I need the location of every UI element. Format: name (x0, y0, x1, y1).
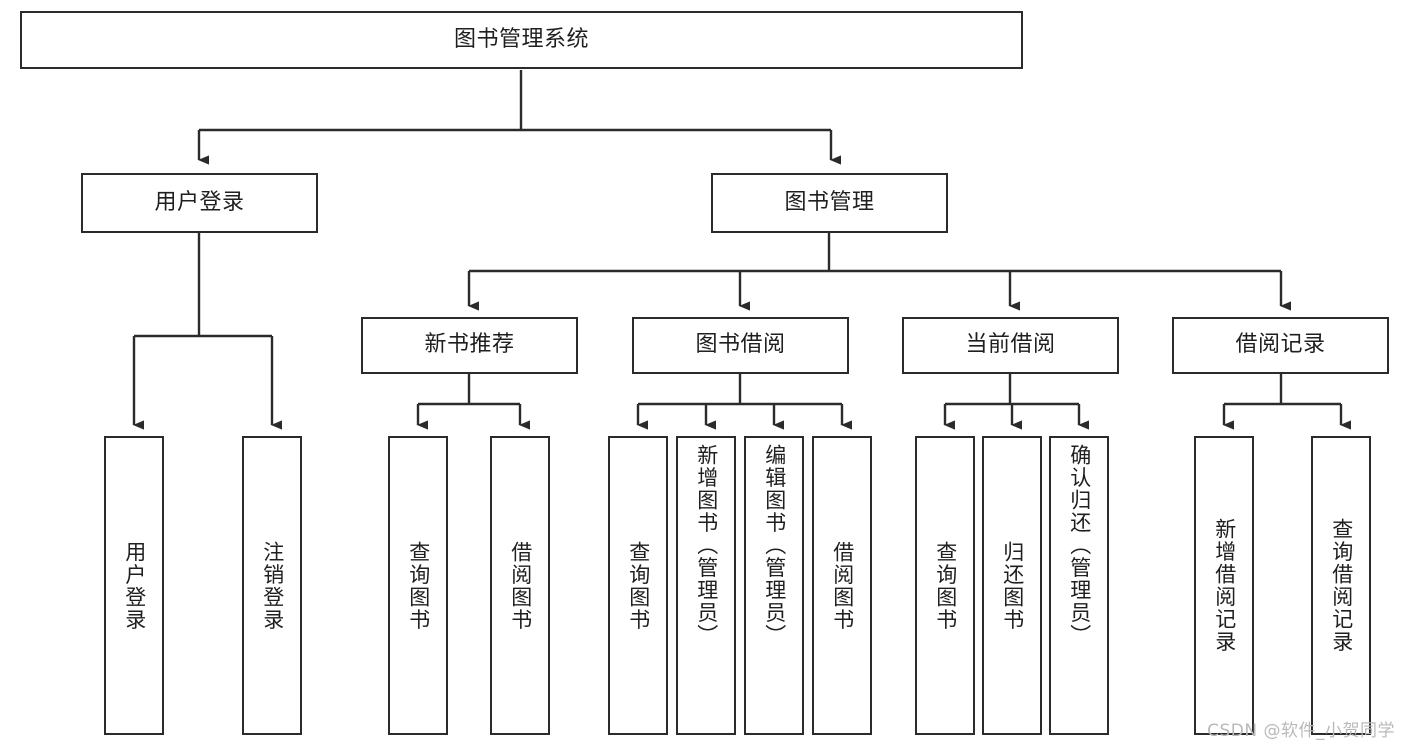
node-label: 借阅图书 (508, 540, 533, 631)
leaf-add-book-admin[interactable]: 新增图书（管理员） (676, 436, 736, 735)
node-label: 借阅图书 (830, 540, 855, 631)
node-label: 借阅记录 (1235, 332, 1326, 358)
node-label: 编辑图书（管理员） (762, 444, 787, 647)
node-label: 注销登录 (260, 540, 285, 631)
node-borrow-record[interactable]: 借阅记录 (1172, 317, 1389, 374)
csdn-watermark: CSDN @软件_小贺同学 (1207, 721, 1395, 741)
node-label: 查询图书 (933, 540, 958, 631)
node-label: 当前借阅 (965, 332, 1056, 358)
leaf-query-book-current[interactable]: 查询图书 (915, 436, 975, 735)
leaf-return-book[interactable]: 归还图书 (982, 436, 1042, 735)
node-label: 新书推荐 (424, 332, 515, 358)
leaf-borrow-book[interactable]: 借阅图书 (812, 436, 872, 735)
node-current-borrow[interactable]: 当前借阅 (902, 317, 1119, 374)
leaf-query-book-borrow[interactable]: 查询图书 (608, 436, 668, 735)
node-user-login[interactable]: 用户登录 (81, 173, 318, 233)
leaf-borrow-book-recommend[interactable]: 借阅图书 (490, 436, 550, 735)
leaf-edit-book-admin[interactable]: 编辑图书（管理员） (744, 436, 804, 735)
leaf-logout[interactable]: 注销登录 (242, 436, 302, 735)
node-root-book-management-system[interactable]: 图书管理系统 (20, 11, 1023, 69)
leaf-query-book-recommend[interactable]: 查询图书 (388, 436, 448, 735)
node-label: 图书借阅 (695, 332, 786, 358)
node-label: 查询图书 (406, 540, 431, 631)
node-label: 图书管理系统 (453, 26, 589, 52)
node-book-management[interactable]: 图书管理 (711, 173, 948, 233)
node-label: 用户登录 (122, 540, 147, 631)
leaf-query-borrow-record[interactable]: 查询借阅记录 (1311, 436, 1371, 735)
node-label: 确认归还（管理员） (1067, 444, 1092, 647)
node-label: 查询借阅记录 (1329, 518, 1354, 653)
node-label: 新增借阅记录 (1212, 518, 1237, 653)
node-label: 归还图书 (1000, 540, 1025, 631)
leaf-add-borrow-record[interactable]: 新增借阅记录 (1194, 436, 1254, 735)
node-new-book-recommend[interactable]: 新书推荐 (361, 317, 578, 374)
leaf-confirm-return-admin[interactable]: 确认归还（管理员） (1049, 436, 1109, 735)
node-label: 新增图书（管理员） (694, 444, 719, 647)
node-label: 查询图书 (626, 540, 651, 631)
node-label: 图书管理 (784, 189, 875, 215)
leaf-user-login[interactable]: 用户登录 (104, 436, 164, 735)
node-label: 用户登录 (154, 189, 245, 215)
node-book-borrow[interactable]: 图书借阅 (632, 317, 849, 374)
